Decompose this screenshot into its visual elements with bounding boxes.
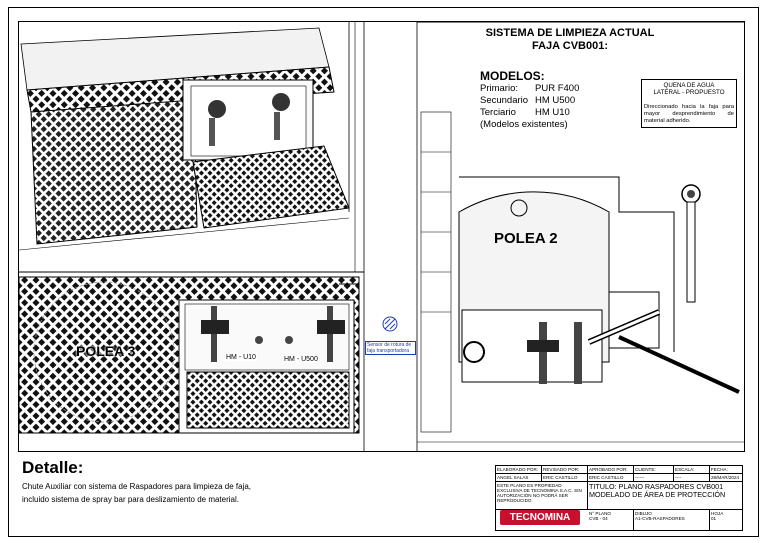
- tb-plano-label: N° PLANO: [589, 511, 612, 516]
- tb-dibujo: DIBUJO A1-CVB-RASPADORES: [634, 510, 710, 531]
- tb-dibujo-label: DIBUJO: [635, 511, 652, 516]
- hm-u500-label: HM - U500: [283, 356, 319, 363]
- tb-name1: ANGEL SALAS: [496, 474, 542, 482]
- middle-column: [363, 22, 418, 451]
- tb-titulo-line2: MODELADO DE ÁREA DE PROTECCIÓN: [589, 490, 726, 499]
- models-note: (Modelos existentes): [480, 119, 568, 130]
- tb-legal: ESTE PLANO ES PROPIEDAD EXCLUSIVA DE TEC…: [496, 482, 588, 510]
- bottom-left-view: [19, 276, 360, 434]
- tb-hoja-label: HOJA: [711, 511, 724, 516]
- tb-dash: ------: [634, 474, 674, 482]
- tb-elaborado: ELABORADO POR:: [496, 466, 542, 474]
- model-row: Terciario HM U10: [480, 107, 579, 119]
- diagram-title: SISTEMA DE LIMPIEZA ACTUAL FAJA CVB001:: [460, 27, 680, 53]
- model-row: Primario: PUR F400: [480, 83, 579, 95]
- top-left-view: [19, 22, 364, 273]
- tb-hoja-value: 01: [711, 516, 717, 521]
- right-view: [417, 22, 744, 443]
- tb-revisado: REVISADO POR:: [542, 466, 588, 474]
- tb-aprobado: APROBADO POR:: [588, 466, 634, 474]
- model-label: Terciario: [480, 107, 516, 118]
- tb-scale-value: ----: [674, 474, 710, 482]
- drawing-sheet: [8, 7, 759, 537]
- polea-3-label: POLEA 3: [76, 343, 136, 359]
- proposal-note-header2: LATERAL - PROPUESTO: [653, 89, 725, 96]
- detail-heading: Detalle:: [22, 458, 84, 477]
- detail-text: Chute Auxiliar con sistema de Raspadores…: [22, 482, 252, 504]
- models-header: MODELOS:: [480, 69, 545, 83]
- model-label: Secundario: [480, 95, 529, 106]
- hm-u10-label: HM - U10: [225, 354, 257, 361]
- tb-date-value: 28/MAR/2024: [710, 474, 743, 482]
- polea-2-label: POLEA 2: [494, 230, 558, 247]
- tb-plano: N° PLANO CVB - 04: [588, 510, 634, 531]
- tb-dibujo-value: A1-CVB-RASPADORES: [635, 516, 685, 521]
- diagram-title-line1: SISTEMA DE LIMPIEZA ACTUAL: [485, 27, 655, 39]
- models-list: MODELOS: Primario: PUR F400 Secundario HM …: [480, 69, 579, 131]
- sensor-label: Sensor de rotura de faja transportadora: [365, 341, 416, 355]
- tb-hoja: HOJA 01: [710, 510, 743, 531]
- tb-fecha: FECHA:: [710, 466, 743, 474]
- tb-escala: ESCALA:: [674, 466, 710, 474]
- tb-cliente: CLIENTE:: [634, 466, 674, 474]
- tb-name3: ERIC CASTILLO: [588, 474, 634, 482]
- tb-name2: ERIC CASTILLO: [542, 474, 588, 482]
- tecnomina-logo: TECNOMINA: [500, 510, 580, 525]
- tb-plano-value: CVB - 04: [589, 516, 608, 521]
- model-value: PUR F400: [535, 83, 580, 94]
- technical-drawing: [19, 22, 744, 451]
- drawing-frame: [18, 21, 745, 452]
- tb-titulo-label: TITULO:: [589, 482, 617, 491]
- diagram-title-line2: FAJA CVB001:: [531, 40, 608, 52]
- tb-titulo: TITULO: PLANO RASPADORES CVB001 MODELADO…: [588, 482, 743, 510]
- proposal-note-body: Direccionado hacia la faja para mayor de…: [644, 104, 734, 124]
- title-block: ELABORADO POR: REVISADO POR: APROBADO PO…: [495, 465, 743, 531]
- tb-titulo-value: PLANO RASPADORES CVB001: [618, 482, 724, 491]
- proposal-note: QUENA DE AGUA LATERAL - PROPUESTO Direcc…: [641, 79, 737, 128]
- model-value: HM U10: [535, 107, 570, 118]
- model-label: Primario:: [480, 83, 519, 94]
- proposal-note-header1: QUENA DE AGUA: [663, 82, 715, 89]
- model-row: Secundario HM U500: [480, 95, 579, 107]
- model-value: HM U500: [535, 95, 576, 106]
